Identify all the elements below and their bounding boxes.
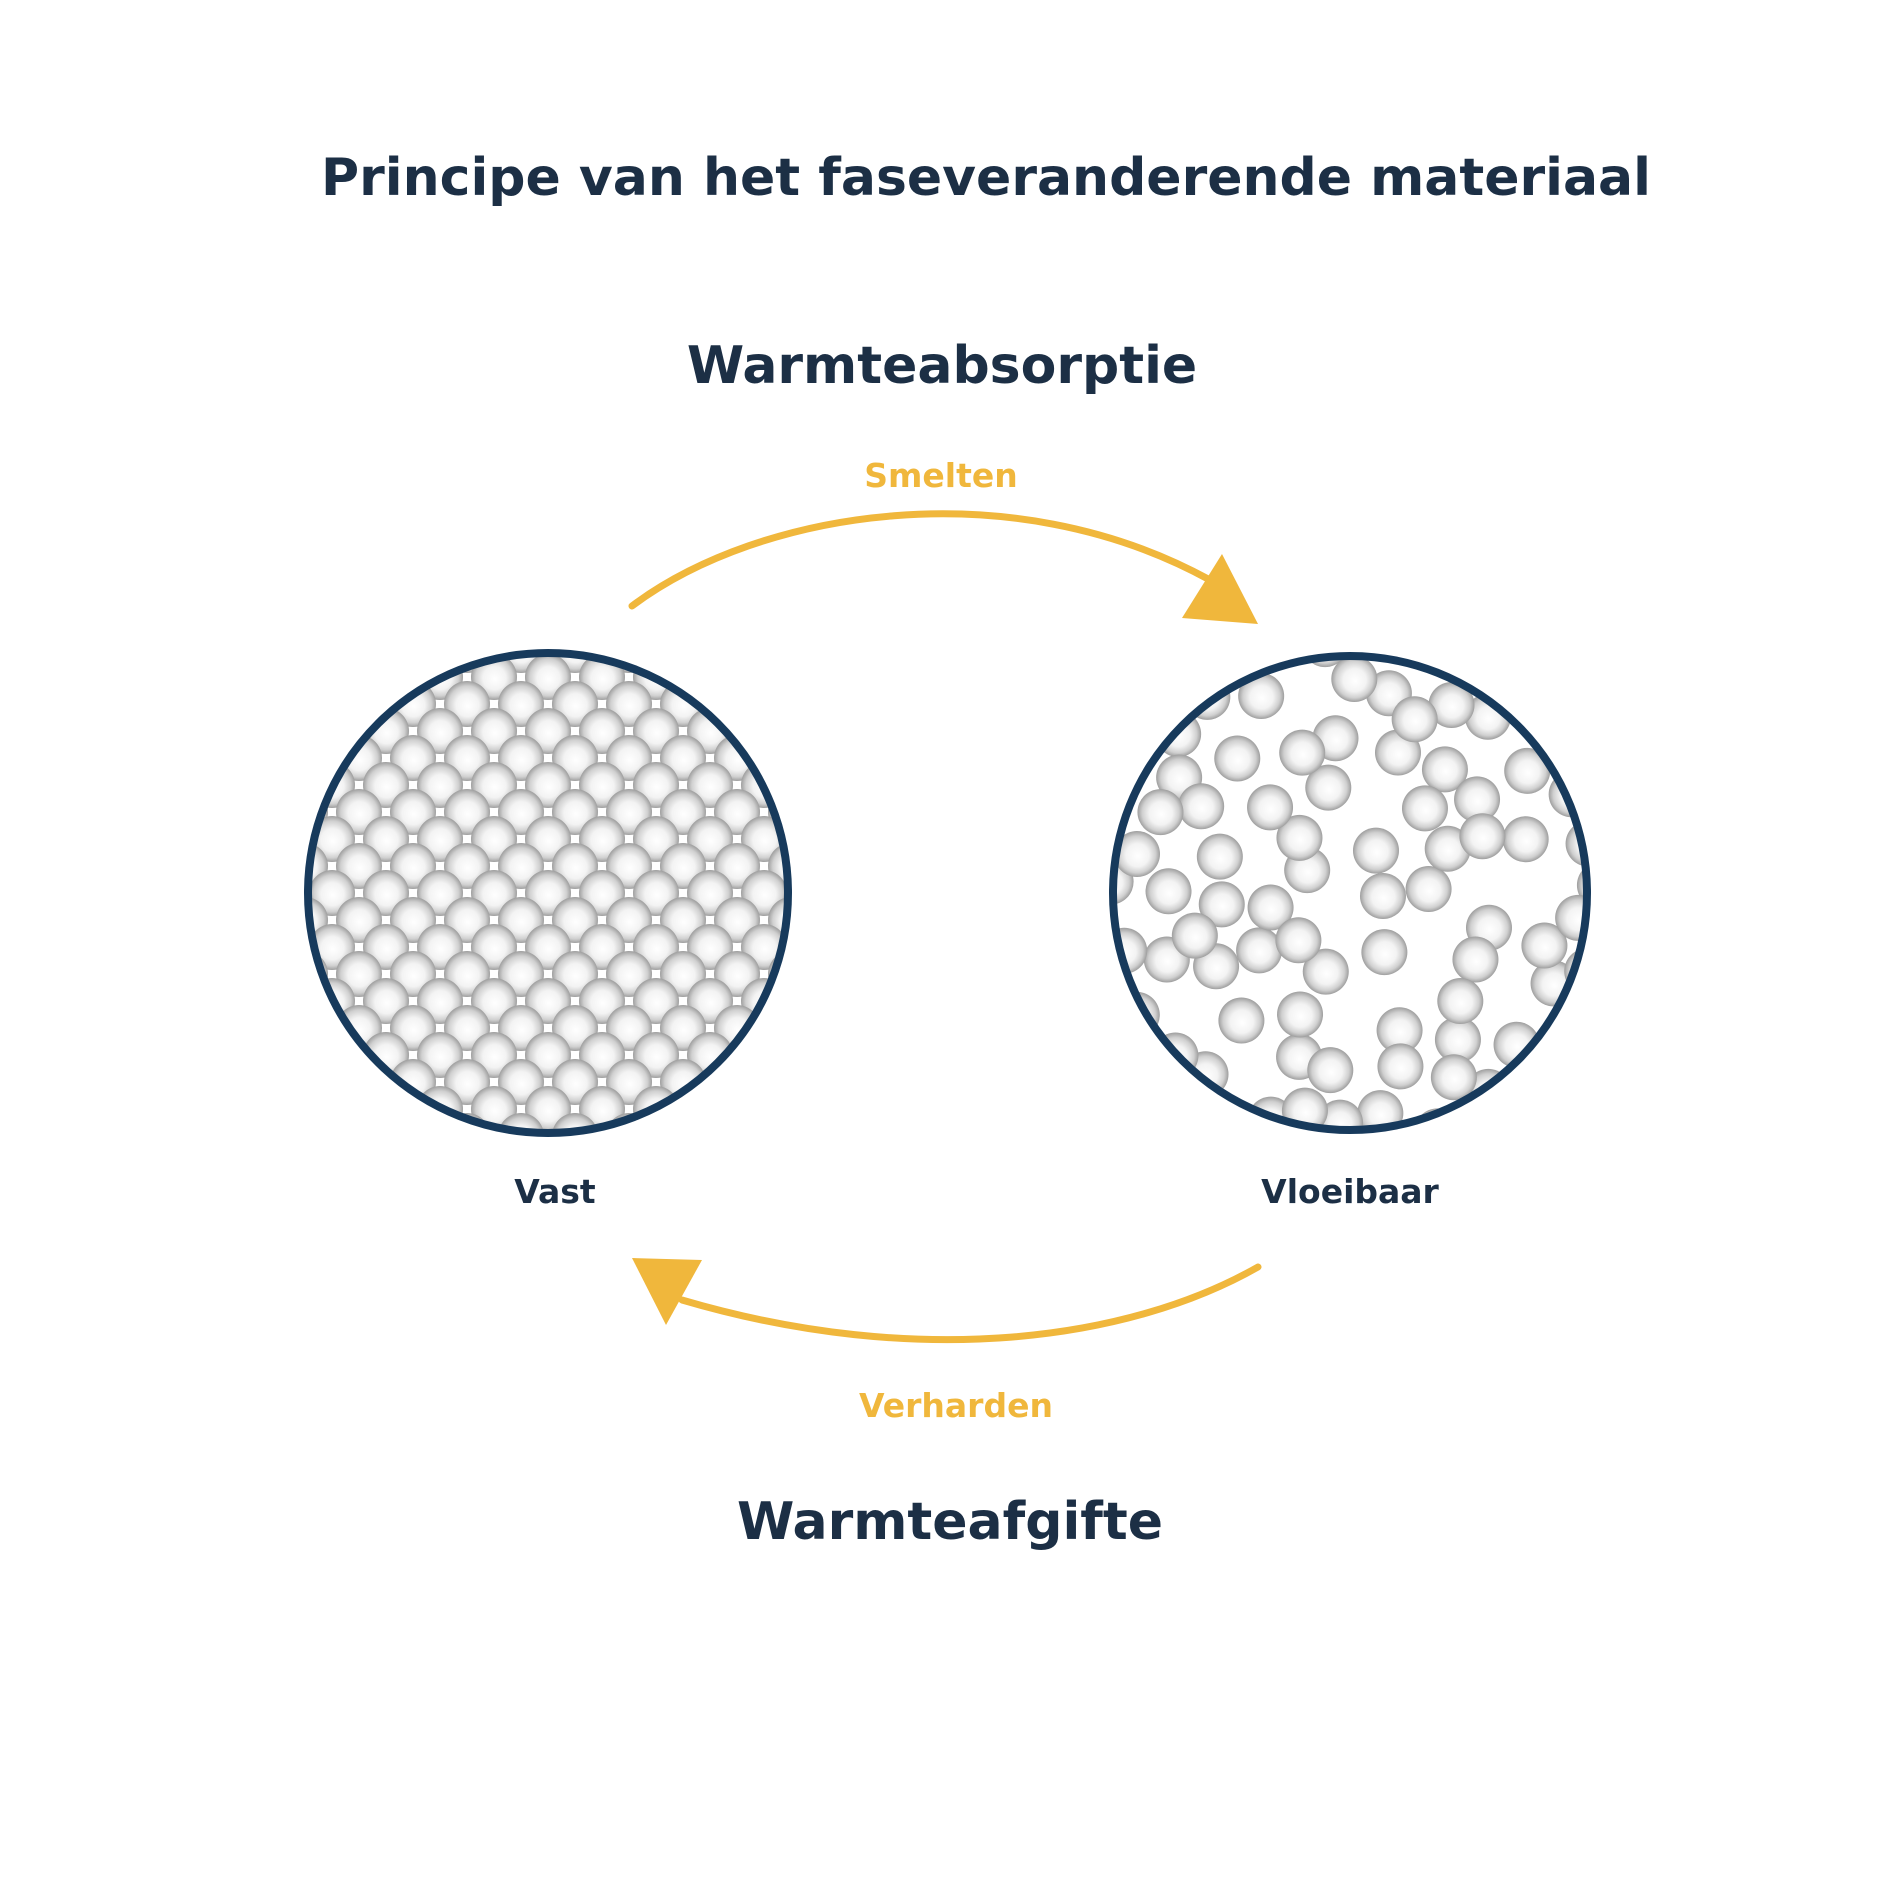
particle xyxy=(1359,872,1406,919)
particle xyxy=(498,1113,544,1133)
particle xyxy=(714,681,760,727)
particle xyxy=(1424,825,1471,872)
particle xyxy=(1459,813,1506,860)
particle xyxy=(1277,991,1324,1038)
particle xyxy=(1317,1099,1364,1130)
heat-release-heading: Warmteafgifte xyxy=(736,1492,1164,1552)
particle xyxy=(1247,884,1294,931)
particle xyxy=(1421,746,1468,793)
heat-absorption-heading: Warmteabsorptie xyxy=(686,336,1198,396)
solid-state-label: Vast xyxy=(514,1172,596,1211)
particle xyxy=(1331,656,1378,702)
particle xyxy=(1214,735,1261,782)
particle xyxy=(1113,831,1160,878)
particle xyxy=(1377,1043,1424,1090)
melting-label: Smelten xyxy=(864,456,1018,495)
particle xyxy=(1454,776,1501,823)
liquid-state-circle xyxy=(1109,652,1591,1134)
solidifying-arrow xyxy=(632,1258,1262,1344)
particle xyxy=(336,1059,382,1105)
particle xyxy=(1305,764,1352,811)
particle xyxy=(1437,978,1484,1025)
page-title: Principe van het faseveranderende materi… xyxy=(321,148,1651,208)
particle xyxy=(1196,833,1243,880)
particle xyxy=(1428,681,1475,728)
particle xyxy=(1275,917,1322,964)
particle xyxy=(1405,866,1452,913)
particle xyxy=(1555,894,1587,941)
particle xyxy=(1401,785,1448,832)
melting-arrow xyxy=(628,510,1258,624)
particle xyxy=(1376,1007,1423,1054)
particle xyxy=(1171,912,1218,959)
particle xyxy=(1276,814,1323,861)
particle xyxy=(1504,747,1551,794)
particle xyxy=(1145,868,1192,915)
particle xyxy=(336,681,382,727)
particle xyxy=(1521,922,1568,969)
particle xyxy=(1430,1054,1477,1101)
particle xyxy=(1178,783,1225,830)
particle xyxy=(1434,1016,1481,1063)
particle xyxy=(1307,1047,1354,1094)
particle xyxy=(1236,927,1283,974)
particle xyxy=(1137,789,1184,836)
particle xyxy=(1352,827,1399,874)
particle xyxy=(1302,948,1349,995)
solid-state-circle xyxy=(304,649,792,1137)
particle xyxy=(1198,881,1245,928)
particle xyxy=(1247,784,1294,831)
particle xyxy=(1218,997,1265,1044)
solidifying-label: Verharden xyxy=(859,1386,1053,1425)
particle xyxy=(1279,729,1326,776)
liquid-state-label: Vloeibaar xyxy=(1261,1172,1439,1211)
particle xyxy=(552,1113,598,1133)
particle xyxy=(1391,696,1438,743)
particle xyxy=(1452,936,1499,983)
particle xyxy=(1238,673,1285,720)
particle xyxy=(1502,816,1549,863)
particle xyxy=(714,1059,760,1105)
particle xyxy=(1361,929,1408,976)
